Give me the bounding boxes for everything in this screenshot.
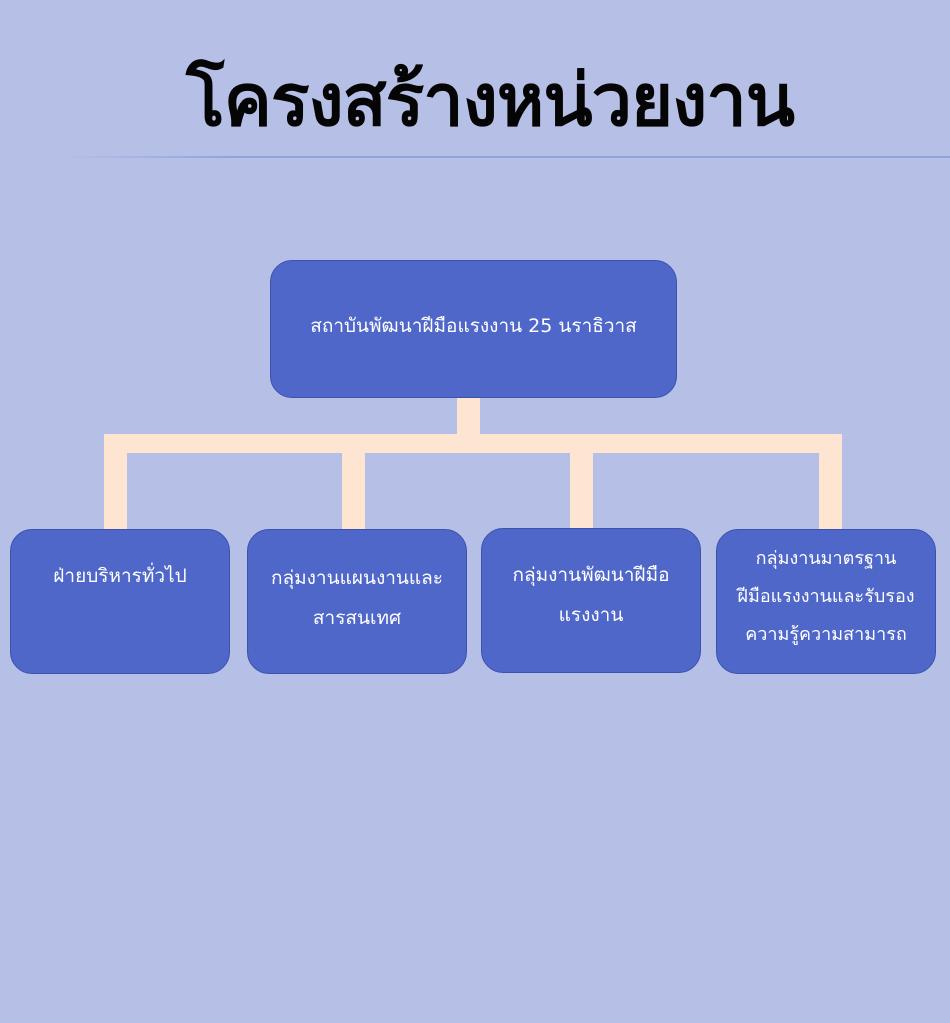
org-unit-line: ฝ่ายบริหารทั่วไป bbox=[53, 565, 187, 587]
org-root-box: สถาบันพัฒนาฝีมือแรงงาน 25 นราธิวาส bbox=[270, 260, 677, 398]
org-unit-line: สารสนเทศ bbox=[312, 607, 402, 629]
connector-drop-2 bbox=[342, 450, 365, 530]
org-unit-skill-standards: กลุ่มงานมาตรฐาน ฝีมือแรงงานและรับรอง ควา… bbox=[716, 529, 936, 674]
org-unit-skill-development: กลุ่มงานพัฒนาฝีมือ แรงงาน bbox=[481, 528, 701, 673]
org-root-label: สถาบันพัฒนาฝีมือแรงงาน 25 นราธิวาส bbox=[310, 315, 637, 337]
org-unit-line: กลุ่มงานพัฒนาฝีมือ bbox=[512, 564, 670, 586]
org-unit-general-admin: ฝ่ายบริหารทั่วไป bbox=[10, 529, 230, 674]
connector-drop-1 bbox=[104, 450, 127, 530]
connector-drop-4 bbox=[819, 450, 842, 530]
org-unit-line: กลุ่มงานมาตรฐาน bbox=[755, 548, 897, 569]
org-unit-line: กลุ่มงานแผนงานและ bbox=[270, 567, 443, 589]
org-unit-line: ความรู้ความสามารถ bbox=[745, 624, 907, 645]
org-unit-line: ฝีมือแรงงานและรับรอง bbox=[737, 586, 915, 607]
connector-root-stem bbox=[457, 397, 480, 435]
org-unit-line: แรงงาน bbox=[558, 604, 624, 626]
connector-drop-3 bbox=[570, 450, 593, 530]
org-unit-planning-it: กลุ่มงานแผนงานและ สารสนเทศ bbox=[247, 529, 467, 674]
connector-horizontal-bar bbox=[104, 434, 842, 453]
title-divider bbox=[60, 156, 950, 158]
page-title: โครงสร้างหน่วยงาน bbox=[186, 58, 795, 142]
